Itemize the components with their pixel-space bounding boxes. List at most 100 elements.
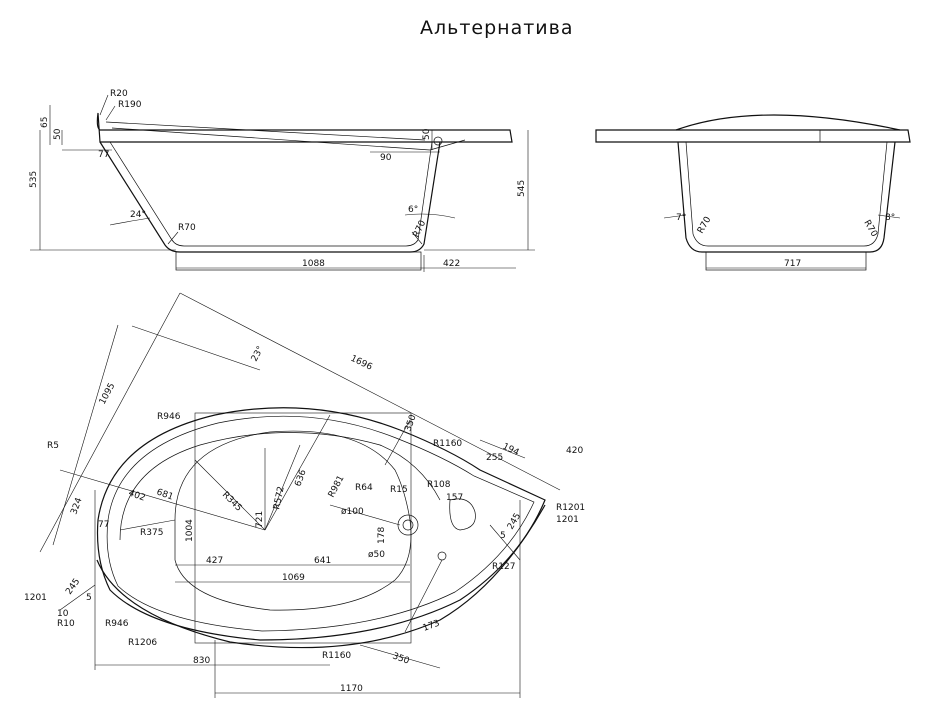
plan-radius-label: R1160 [322, 651, 351, 661]
side-radius-label: R190 [118, 100, 142, 110]
plan-dim-label: 5 [500, 531, 506, 541]
plan-radius-label: R946 [157, 412, 181, 422]
plan-dim-label: 1201 [556, 515, 579, 525]
plan-drain-outer [397, 514, 419, 536]
plan-dim-label: 245 [506, 512, 523, 532]
plan-dim-label: 1696 [349, 354, 374, 373]
plan-view: 1095 23° 1696 324 1201 245 5 10 1201 245… [24, 292, 585, 698]
end-shell-outer [677, 141, 896, 253]
plan-radius-label: R1160 [433, 439, 462, 449]
plan-dim-label: 636 [293, 468, 308, 488]
drawing-title: Альтернатива [420, 17, 573, 39]
plan-dim-label: ø50 [368, 550, 385, 560]
plan-dim-label: 1201 [24, 593, 47, 603]
side-dim-label: 535 [29, 171, 39, 188]
end-view: R70 R70 717 7° 8° [595, 114, 911, 271]
side-dim-label: 545 [517, 180, 527, 197]
side-angle-label: 6° [408, 205, 418, 215]
side-shell-inner [109, 141, 433, 247]
plan-dim-1696 [179, 292, 561, 491]
side-dim-label: 1088 [302, 259, 325, 269]
angle-arc-24 [109, 217, 151, 226]
plan-dim-label: 1004 [185, 519, 195, 542]
side-rim-inner [111, 127, 466, 151]
plan-dim-label: 1069 [282, 573, 305, 583]
side-dim-label: 50 [422, 128, 432, 140]
plan-dim-1095 [39, 292, 181, 553]
plan-radius-label: R572 [272, 486, 287, 511]
side-dim-label: 90 [380, 153, 392, 163]
end-radius-label: R70 [861, 219, 879, 240]
end-angle-label: 7° [676, 213, 686, 223]
side-dim-label: 77 [98, 150, 109, 160]
side-dim-label: 65 [40, 117, 50, 128]
plan-drain-inner [402, 519, 414, 531]
end-shell-inner [685, 141, 888, 247]
side-base [175, 251, 422, 271]
plan-dim-label: 194 [501, 442, 521, 459]
plan-overflow-circle [437, 551, 447, 561]
end-base [705, 251, 867, 271]
plan-dim-line-left [52, 324, 119, 546]
plan-dim-label: 1170 [340, 684, 363, 694]
plan-dim-label: 10 [57, 609, 69, 619]
plan-dim-label: 324 [69, 496, 84, 516]
plan-dim-label: 245 [64, 577, 82, 597]
plan-dim-245-left [59, 584, 96, 611]
plan-dim-label: 173 [422, 619, 442, 634]
plan-dim-label: 23° [250, 345, 266, 364]
plan-dim-label: 255 [486, 453, 503, 463]
plan-outer-rim [96, 407, 546, 641]
plan-inner-rim [106, 415, 535, 632]
angle-arc-7 [663, 214, 687, 219]
plan-dim-label: 1095 [98, 381, 118, 406]
plan-dim-label: 641 [314, 556, 331, 566]
plan-radius-label: R1206 [128, 638, 157, 648]
plan-dim-173 [404, 559, 443, 633]
end-rim-curve [675, 114, 901, 131]
plan-dim-r981 [329, 504, 401, 526]
plan-dim-label: 350 [391, 651, 411, 666]
side-view: R20 R190 R70 R70 65 50 77 535 50 90 545 … [29, 89, 535, 272]
plan-dim-label: 402 [127, 488, 147, 503]
plan-dim-label: 721 [255, 511, 265, 528]
plan-dim-r375 [119, 519, 176, 531]
plan-dim-r572 [264, 444, 301, 531]
leader-r70-right [411, 231, 423, 245]
side-dim-label: 50 [53, 128, 63, 140]
plan-radius-label: R5 [47, 441, 59, 451]
plan-dim-label: 178 [377, 527, 387, 544]
plan-radius-label: R375 [140, 528, 163, 538]
plan-radius-label: R981 [327, 474, 347, 499]
side-radius-label: R20 [110, 89, 128, 99]
plan-radius-label: R946 [105, 619, 129, 629]
plan-dim-402-681 [59, 469, 266, 531]
end-radius-label: R70 [696, 215, 714, 236]
leader-r190 [105, 105, 116, 121]
side-rim-slope [105, 121, 426, 141]
plan-dim-350 [384, 419, 411, 466]
angle-arc-6 [404, 213, 456, 219]
plan-dim-label: ø100 [341, 507, 364, 517]
plan-radius-label: R1201 [556, 503, 585, 513]
plan-dim-label: 350 [403, 413, 418, 433]
leader-r70-left [167, 231, 179, 245]
plan-dim-350-lower [359, 644, 441, 669]
plan-radius-label: R127 [492, 562, 515, 572]
end-rim [595, 129, 911, 143]
plan-bowl [174, 430, 412, 611]
plan-radius-label: R64 [355, 483, 373, 493]
angle-arc-8 [877, 214, 901, 219]
plan-radius-label: R15 [390, 485, 408, 495]
plan-dim-636 [264, 414, 331, 531]
side-angle-label: 24° [130, 210, 146, 220]
plan-dim-label: 5 [86, 593, 92, 603]
plan-frame-rect [194, 412, 412, 644]
plan-dim-194 [479, 439, 526, 459]
plan-dim-label: 157 [446, 493, 463, 503]
plan-dim-r345 [194, 459, 266, 531]
plan-dim-label: 77 [98, 520, 109, 530]
leader-r20 [99, 94, 109, 116]
